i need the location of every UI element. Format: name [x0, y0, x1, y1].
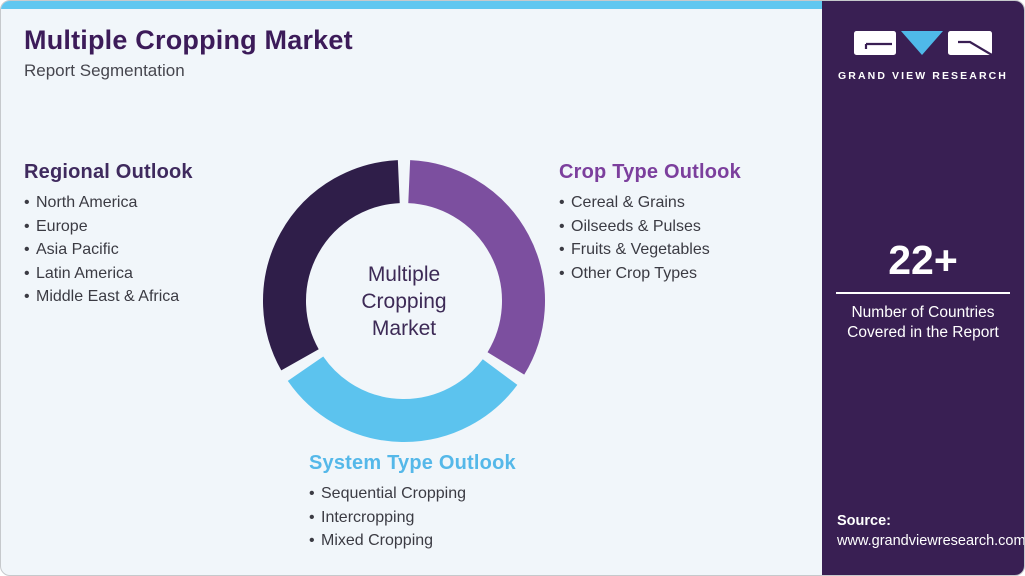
list-item-label: Oilseeds & Pulses	[571, 217, 701, 235]
list-item-label: Europe	[36, 217, 88, 235]
list-item-label: Asia Pacific	[36, 241, 119, 258]
list-item-label: Cereal & Grains	[571, 194, 685, 211]
bullet-icon: •	[559, 217, 565, 235]
list-item: • Mixed Cropping	[309, 529, 516, 553]
gvr-logo-icon	[854, 31, 993, 56]
bullet-icon: •	[24, 241, 30, 258]
source-url: www.grandviewresearch.com	[837, 533, 1025, 549]
stat-value: 22+	[888, 237, 958, 283]
regional-outlook-list: • North America • Europe • Asia Pacific • Latin…	[24, 191, 193, 309]
list-item-label: Latin America	[36, 264, 133, 282]
bullet-icon: •	[559, 241, 565, 258]
list-item: • Sequential Cropping	[309, 482, 516, 506]
list-item-label: Sequential Cropping	[321, 485, 466, 502]
list-item-label: Intercropping	[321, 508, 415, 526]
system-type-outlook-list: • Sequential Cropping • Intercropping • Mixed…	[309, 482, 516, 553]
list-item: • Cereal & Grains	[559, 191, 741, 215]
list-item-label: Fruits & Vegetables	[571, 241, 710, 258]
bullet-icon: •	[24, 264, 30, 282]
list-item: • Intercropping	[309, 506, 516, 530]
stat-divider	[836, 292, 1010, 294]
crop-type-outlook-section: Crop Type Outlook • Cereal & Grains • Oilse…	[559, 161, 741, 285]
bullet-icon: •	[24, 288, 30, 305]
brand-sidebar: GRAND VIEW RESEARCH 22+ Number of Countr…	[822, 1, 1024, 575]
list-item: • Europe	[24, 215, 193, 239]
list-item: • Other Crop Types	[559, 262, 741, 286]
system-type-segment	[287, 356, 518, 442]
bullet-icon: •	[559, 194, 565, 211]
bullet-icon: •	[24, 194, 30, 211]
crop-type-outlook-heading: Crop Type Outlook	[559, 161, 741, 183]
regional-outlook-section: Regional Outlook • North America • Europe • A…	[24, 161, 193, 309]
list-item: • Oilseeds & Pulses	[559, 215, 741, 239]
bullet-icon: •	[309, 532, 315, 549]
list-item: • North America	[24, 191, 193, 215]
system-type-outlook-section: System Type Outlook • Sequential Cropping…	[309, 452, 516, 553]
regional-outlook-heading: Regional Outlook	[24, 161, 193, 183]
page-title: Multiple Cropping Market	[24, 25, 353, 55]
list-item: • Middle East & Africa	[24, 285, 193, 309]
top-accent-bar	[1, 1, 824, 9]
stat-label: Number of Countries Covered in the Repor…	[847, 304, 999, 341]
header: Multiple Cropping Market Report Segmenta…	[24, 25, 353, 81]
system-type-outlook-heading: System Type Outlook	[309, 452, 516, 474]
bullet-icon: •	[309, 508, 315, 526]
gvr-logo: GRAND VIEW RESEARCH	[822, 31, 1024, 82]
list-item-label: Middle East & Africa	[36, 288, 180, 305]
source-block: Source: www.grandviewresearch.com	[837, 513, 1025, 549]
donut-center-label: Multiple Cropping Market	[361, 262, 447, 340]
crop-type-segment	[407, 160, 545, 375]
list-item-label: North America	[36, 194, 138, 211]
page-subtitle: Report Segmentation	[24, 61, 185, 80]
regional-segment	[263, 160, 401, 371]
donut-chart	[263, 160, 545, 442]
brand-name: GRAND VIEW RESEARCH	[838, 70, 1008, 82]
crop-type-outlook-list: • Cereal & Grains • Oilseeds & Pulses • Fruit…	[559, 191, 741, 285]
bullet-icon: •	[559, 264, 565, 282]
list-item: • Asia Pacific	[24, 238, 193, 262]
bullet-icon: •	[309, 485, 315, 502]
list-item-label: Mixed Cropping	[321, 532, 434, 549]
bullet-icon: •	[24, 217, 30, 235]
list-item: • Fruits & Vegetables	[559, 238, 741, 262]
source-label: Source:	[837, 513, 891, 529]
countries-stat: 22+ Number of Countries Covered in the R…	[836, 237, 1010, 343]
list-item-label: Other Crop Types	[571, 264, 697, 282]
list-item: • Latin America	[24, 262, 193, 286]
